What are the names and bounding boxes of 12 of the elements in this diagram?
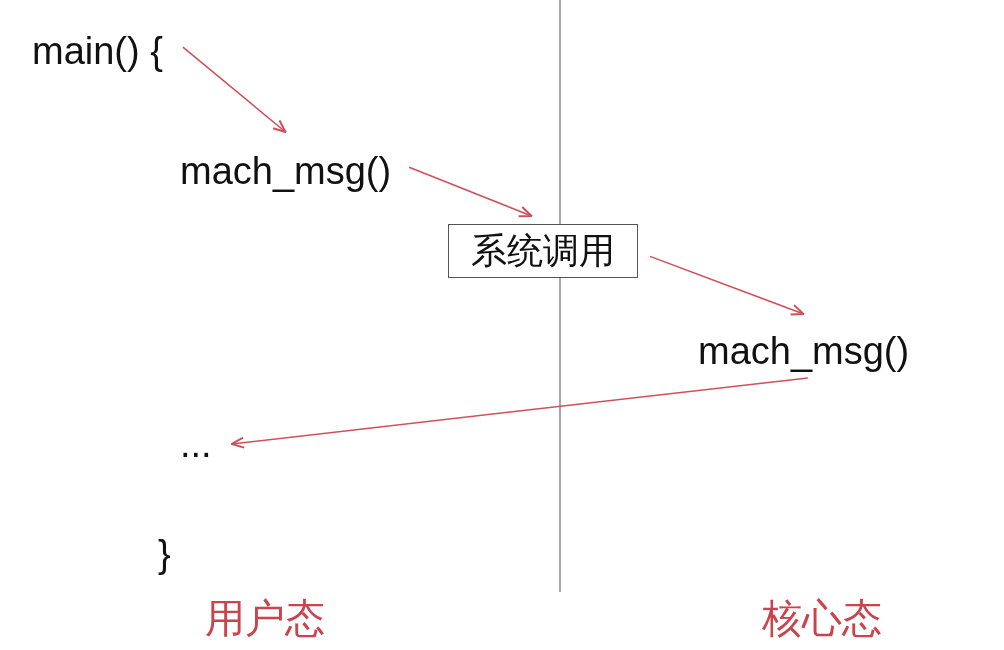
arrow <box>230 377 809 449</box>
code-line: main() { <box>32 32 163 70</box>
arrow <box>182 46 287 133</box>
ellipsis-text: ... <box>180 425 212 463</box>
code-line: mach_msg() <box>180 152 392 190</box>
process-box: 系统调用 <box>448 224 638 278</box>
region-label: 核心态 <box>762 598 882 638</box>
code-line: } <box>158 535 171 573</box>
arrow <box>649 255 805 316</box>
region-label: 用户态 <box>205 598 325 638</box>
code-line: mach_msg() <box>698 332 910 370</box>
arrow <box>408 166 533 218</box>
